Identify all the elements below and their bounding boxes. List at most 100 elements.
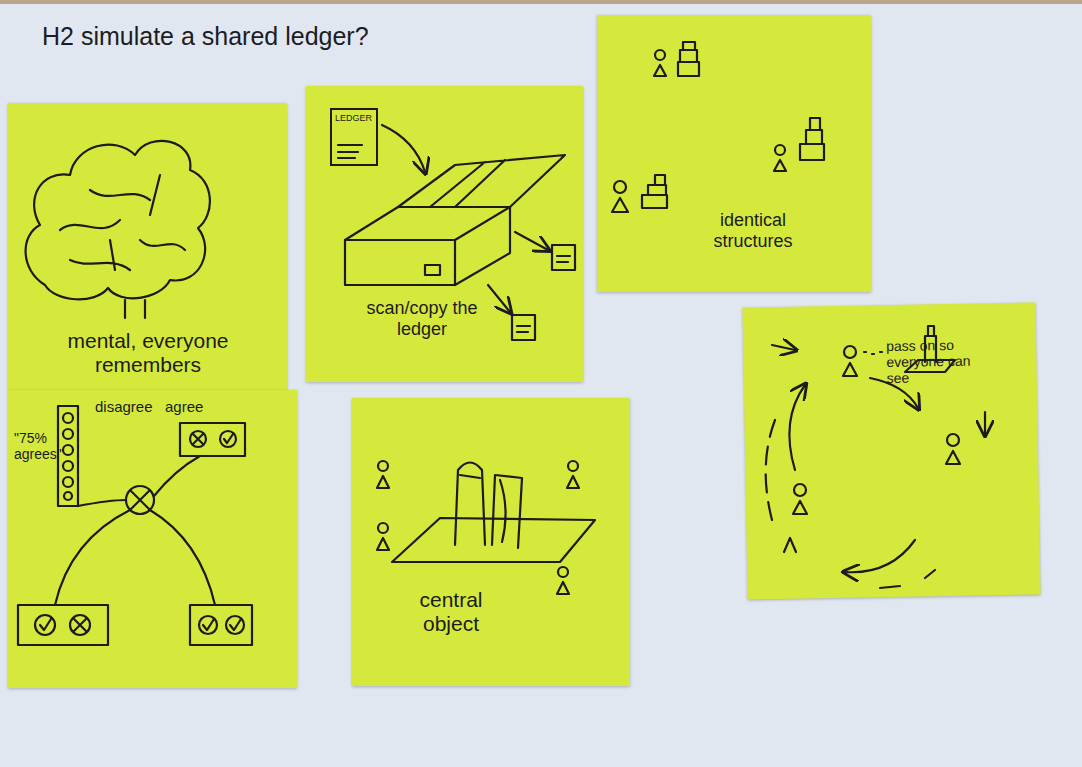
copy-sheet: [512, 315, 535, 340]
button: [220, 431, 236, 447]
tally-light: [63, 429, 73, 439]
diagram-title: H2 simulate a shared ledger?: [42, 22, 682, 51]
tower: [492, 475, 522, 548]
hub-cross: [131, 491, 149, 509]
person-head: [614, 181, 626, 193]
tally-light: [63, 413, 73, 423]
note-text: central object: [392, 588, 510, 636]
brain-sketch: [26, 141, 210, 318]
ground-plane: [392, 518, 595, 562]
copy-sheet: [552, 245, 575, 270]
person-body: [377, 538, 389, 550]
person-body: [377, 476, 389, 488]
person-body: [784, 538, 796, 552]
arrow: [789, 385, 805, 470]
dots: [864, 352, 882, 354]
note-text: pass on so everyone can see: [886, 336, 983, 386]
note-text: agree: [165, 398, 217, 415]
button-mark: [193, 434, 203, 444]
person-head: [775, 145, 785, 155]
tower: [455, 463, 485, 546]
button-mark: [203, 619, 214, 630]
box-front: [345, 240, 455, 285]
person-head: [655, 50, 665, 60]
arrow: [870, 378, 918, 408]
sticky-note: scan/copy the ledger LEDGER: [306, 86, 583, 382]
central-object-sketch: [377, 461, 595, 594]
ledger-sheet: LEDGER: [330, 108, 378, 166]
box-side: [455, 207, 510, 285]
tower: [460, 475, 480, 478]
note-text: identical structures: [689, 210, 817, 251]
arrow: [515, 232, 548, 250]
sticky-note: central object: [352, 398, 630, 686]
person-head: [794, 484, 806, 496]
person-head: [844, 346, 856, 358]
vote-device: [190, 605, 252, 645]
ledger-lines: [338, 145, 362, 158]
tally-light: [63, 461, 73, 471]
person-body: [567, 476, 579, 488]
box-top: [345, 207, 510, 240]
block-stack: [642, 175, 667, 208]
sticky-note: mental, everyone remembers: [8, 103, 287, 390]
tally-column: [58, 406, 78, 506]
pass-on-sketch: [766, 326, 985, 588]
button-mark: [230, 619, 241, 630]
hub: [126, 486, 154, 514]
button: [226, 616, 244, 634]
note-text: scan/copy the ledger: [363, 298, 481, 339]
button: [190, 431, 206, 447]
person-head: [378, 523, 388, 533]
person-body: [557, 582, 569, 594]
note-text: "75% agrees": [14, 430, 72, 462]
brain-outline: [26, 141, 210, 300]
scanner-sketch: [338, 125, 575, 340]
button-mark: [40, 619, 51, 630]
tally-light: [63, 477, 73, 487]
person-head: [568, 461, 578, 471]
person-body: [793, 501, 807, 514]
identical-structures-sketch: [612, 42, 824, 212]
voting-sketch: [18, 406, 252, 645]
button: [199, 616, 217, 634]
arrow: [488, 285, 510, 312]
sticky-note: identical structures: [597, 15, 871, 292]
person-body: [654, 65, 666, 76]
note-text: LEDGER: [335, 113, 377, 123]
arrow: [845, 540, 915, 572]
box-lid: [398, 155, 565, 207]
button: [35, 615, 55, 635]
arrow: [984, 412, 986, 434]
note-text: mental, everyone remembers: [38, 329, 258, 377]
button-mark: [74, 619, 86, 631]
arrow: [772, 345, 795, 350]
vote-device: [180, 423, 245, 456]
block-stack: [678, 42, 699, 76]
note-text: disagree: [95, 398, 167, 415]
central-structure: [905, 326, 955, 372]
person-body: [774, 160, 786, 171]
button: [70, 615, 90, 635]
wires: [55, 456, 215, 605]
sticky-note: pass on so everyone can see: [742, 302, 1040, 599]
tally-light: [63, 445, 73, 455]
button-mark: [224, 434, 233, 443]
sticky-note: disagreeagree "75% agrees": [8, 390, 297, 688]
dashed-arc: [766, 420, 775, 520]
person-body: [612, 198, 628, 212]
brain-folds: [60, 175, 185, 270]
tally-light: [64, 492, 72, 500]
dashed-arc: [880, 570, 935, 588]
vote-device: [18, 605, 108, 645]
person-head: [558, 567, 568, 577]
box-slot: [425, 265, 440, 275]
person-body: [843, 363, 857, 376]
person-body: [946, 451, 960, 464]
block-stack: [800, 118, 824, 160]
arrow: [382, 125, 425, 172]
person-head: [378, 461, 388, 471]
person-head: [947, 434, 959, 446]
paper-edge: [0, 0, 1082, 4]
